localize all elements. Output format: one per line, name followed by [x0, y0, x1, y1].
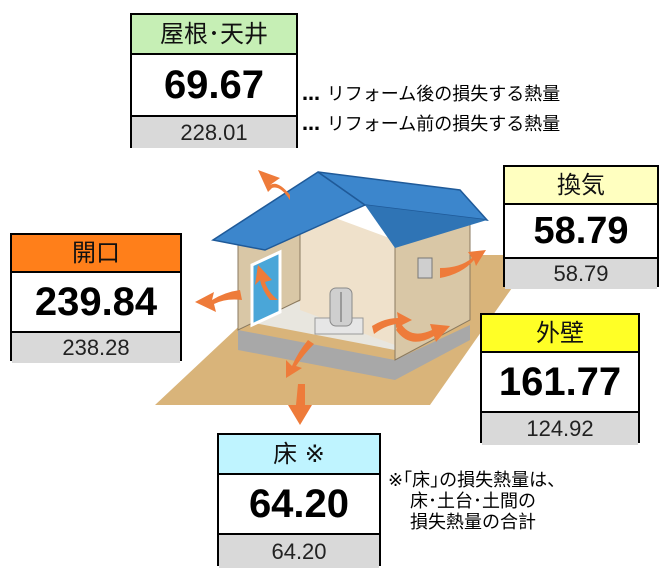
floor-before-value: 64.20 [219, 535, 379, 568]
legend-before: … リフォーム前の損失する熱量 [302, 110, 560, 136]
exterior-wall-title: 外壁 [482, 315, 638, 353]
ventilation-title: 換気 [505, 167, 657, 205]
opening-before-value: 238.28 [12, 333, 180, 363]
floor-box: 床 ※ 64.20 64.20 [217, 433, 381, 568]
ventilation-before-value: 58.79 [505, 259, 657, 289]
roof-ceiling-before-value: 228.01 [132, 117, 296, 148]
legend-after: … リフォーム後の損失する熱量 [302, 80, 560, 106]
house-floor [238, 325, 470, 380]
arrow-wall [396, 322, 450, 342]
opening-title: 開口 [12, 235, 180, 273]
arrow-window [255, 265, 278, 300]
exterior-wall-box: 外壁 161.77 124.92 [480, 313, 640, 445]
legend-before-dots: … [302, 114, 321, 135]
floor-note-line2: 床･土台･土間の [410, 491, 536, 512]
opening-box: 開口 239.84 238.28 [10, 233, 182, 363]
roof-ceiling-box: 屋根･天井 69.67 228.01 [130, 13, 298, 148]
floor-note: ※｢床｣の損失熱量は、 床･土台･土間の 損失熱量の合計 [388, 470, 565, 533]
arrow-roof [258, 170, 290, 200]
back-wall [300, 205, 395, 345]
arrow-inner [372, 312, 412, 334]
legend-after-dots: … [302, 84, 321, 105]
legend-after-label: リフォーム後の損失する熱量 [326, 84, 561, 105]
opening-after-value: 239.84 [12, 273, 180, 333]
roof-gable [365, 205, 487, 248]
arrow-floor-in [286, 340, 314, 378]
vent [417, 257, 433, 279]
floor-after-value: 64.20 [219, 475, 379, 535]
arrow-opening [195, 290, 242, 312]
exterior-wall-after-value: 161.77 [482, 353, 638, 413]
exterior-wall-before-value: 124.92 [482, 413, 638, 445]
ventilation-box: 換気 58.79 58.79 [503, 165, 659, 289]
floor-note-line3: 損失熱量の合計 [410, 512, 536, 533]
heat-arrows [195, 170, 486, 425]
floor-note-line1: ※｢床｣の損失熱量は、 [388, 470, 566, 491]
legend-before-label: リフォーム前の損失する熱量 [326, 114, 561, 135]
ventilation-after-value: 58.79 [505, 205, 657, 259]
roof-ceiling-title: 屋根･天井 [132, 15, 296, 55]
roof-ceiling-after-value: 69.67 [132, 55, 296, 117]
floor-title: 床 ※ [219, 435, 379, 475]
arrow-floor-down [288, 384, 312, 425]
arrow-vent [440, 250, 486, 278]
